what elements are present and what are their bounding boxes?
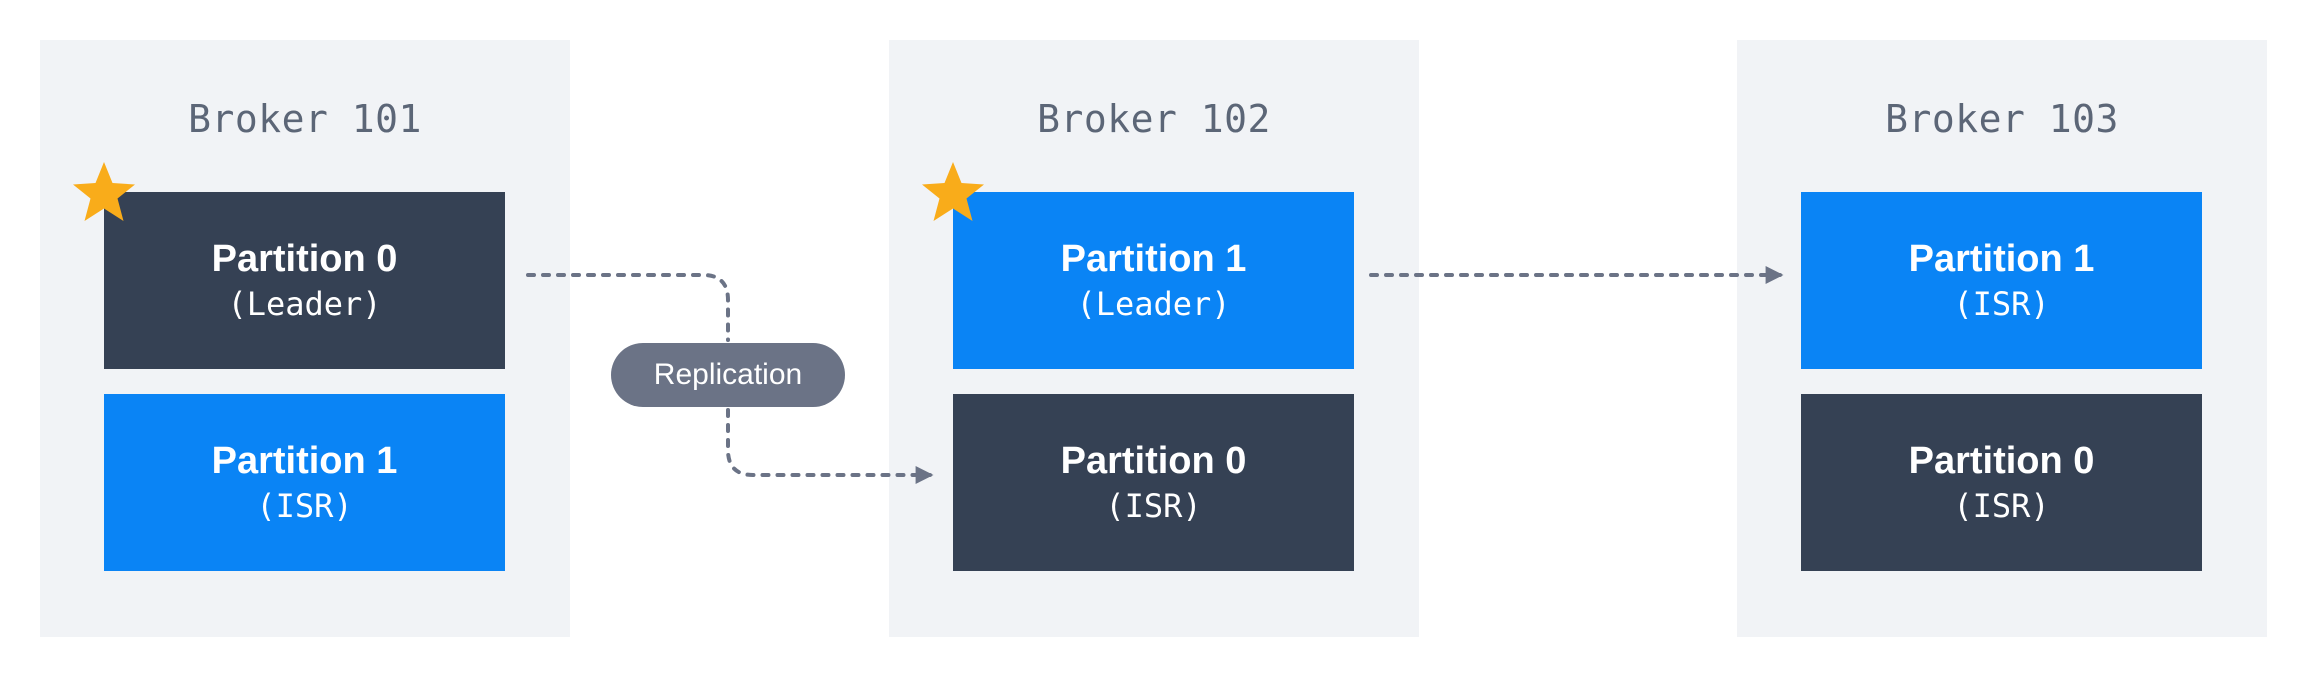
- broker-title: Broker 101: [188, 97, 422, 141]
- broker-103-panel: Broker 103 Partition 1 (ISR) Partition 0…: [1737, 40, 2267, 637]
- partition-role: (ISR): [1105, 486, 1202, 525]
- broker-title: Broker 103: [1885, 97, 2119, 141]
- partition-name: Partition 0: [1908, 440, 2095, 482]
- partition-role: (Leader): [1076, 284, 1231, 323]
- partition-name: Partition 0: [1060, 440, 1247, 482]
- partition-name: Partition 1: [1908, 238, 2095, 280]
- broker-102-panel: Broker 102 Partition 1 (Leader) Partitio…: [889, 40, 1419, 637]
- partition-box: Partition 0 (Leader): [104, 192, 505, 369]
- broker-title: Broker 102: [1037, 97, 1271, 141]
- star-icon: [73, 162, 135, 221]
- partition-role: (ISR): [1953, 284, 2050, 323]
- replication-label: Replication: [611, 343, 845, 407]
- partition-role: (ISR): [256, 486, 353, 525]
- partition-box: Partition 1 (ISR): [104, 394, 505, 571]
- partition-name: Partition 1: [211, 440, 398, 482]
- partition-role: (ISR): [1953, 486, 2050, 525]
- partition-name: Partition 1: [1060, 238, 1247, 280]
- broker-101-panel: Broker 101 Partition 0 (Leader) Partitio…: [40, 40, 570, 637]
- star-icon: [922, 162, 984, 221]
- replication-arrow-p0: [526, 273, 930, 475]
- partition-box: Partition 0 (ISR): [1801, 394, 2202, 571]
- partition-role: (Leader): [227, 284, 382, 323]
- partition-box: Partition 1 (ISR): [1801, 192, 2202, 369]
- partition-box: Partition 1 (Leader): [953, 192, 1354, 369]
- partition-name: Partition 0: [211, 238, 398, 280]
- partition-box: Partition 0 (ISR): [953, 394, 1354, 571]
